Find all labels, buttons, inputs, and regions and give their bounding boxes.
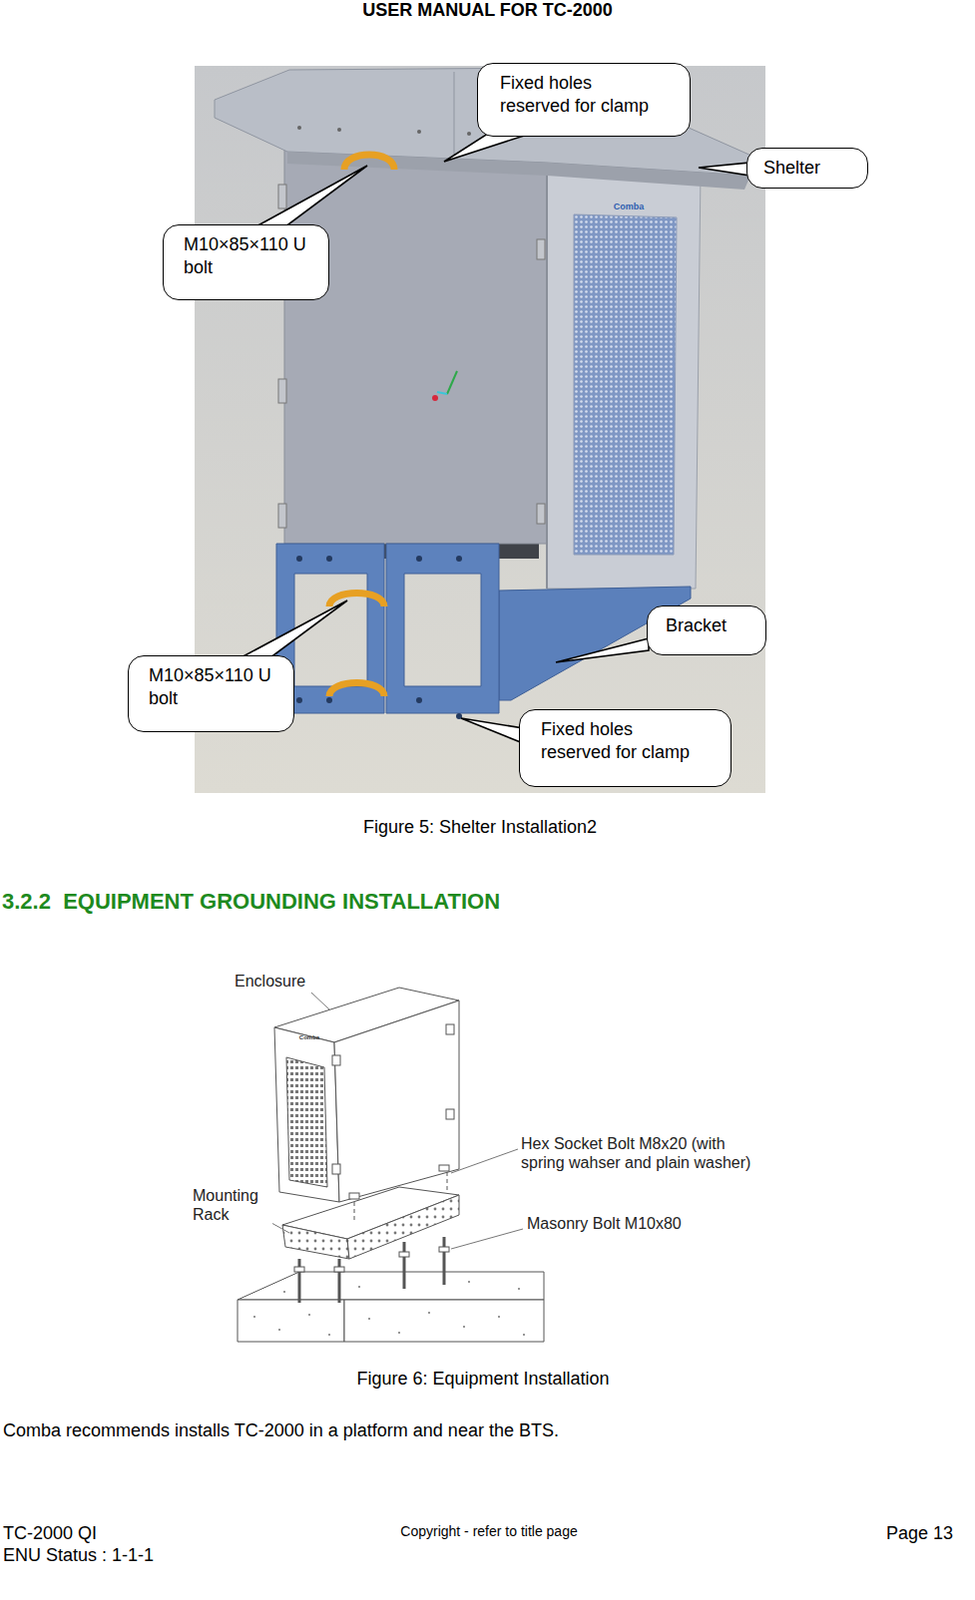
- part-label: Hex Socket Bolt M8x20 (with spring wahse…: [520, 1134, 771, 1173]
- part-label: Mounting Rack: [192, 1186, 273, 1225]
- body-text: Comba recommends installs TC-2000 in a p…: [2, 1421, 902, 1444]
- callout-text: Fixed holes reserved for clamp: [499, 71, 662, 117]
- callout-text: M10×85×110 U bolt: [183, 233, 311, 279]
- figure-caption: Figure 6: Equipment Installation: [233, 1369, 733, 1392]
- page-number: Page 13: [798, 1523, 954, 1546]
- footer-text: TC-2000 QI: [2, 1523, 203, 1546]
- grounding-drawing: [237, 987, 544, 1343]
- callout-box: M10×85×110 U bolt: [162, 224, 330, 301]
- part-label: Masonry Bolt M10x80: [526, 1214, 727, 1234]
- logo-text: Comba: [603, 201, 654, 213]
- callout-text: Bracket: [665, 614, 756, 638]
- figure-caption: Figure 5: Shelter Installation2: [230, 817, 730, 840]
- callout-box: M10×85×110 U bolt: [127, 655, 295, 733]
- callout-text: M10×85×110 U bolt: [148, 664, 276, 710]
- callout-box: Fixed holes reserved for clamp: [477, 62, 691, 137]
- logo-text: Comba: [289, 1034, 330, 1042]
- callout-text: Fixed holes reserved for clamp: [540, 718, 703, 764]
- part-label: Enclosure: [234, 972, 355, 991]
- footer-text: Copyright - refer to title page: [389, 1523, 589, 1541]
- callout-box: Shelter: [746, 147, 869, 189]
- callout-box: Bracket: [646, 605, 767, 656]
- callout-text: Shelter: [763, 156, 858, 180]
- section-heading: 3.2.2 EQUIPMENT GROUNDING INSTALLATION: [1, 889, 701, 916]
- footer-text: ENU Status : 1-1-1: [2, 1545, 253, 1568]
- page-header: USER MANUAL FOR TC-2000: [0, 0, 975, 22]
- callout-box: Fixed holes reserved for clamp: [518, 709, 732, 788]
